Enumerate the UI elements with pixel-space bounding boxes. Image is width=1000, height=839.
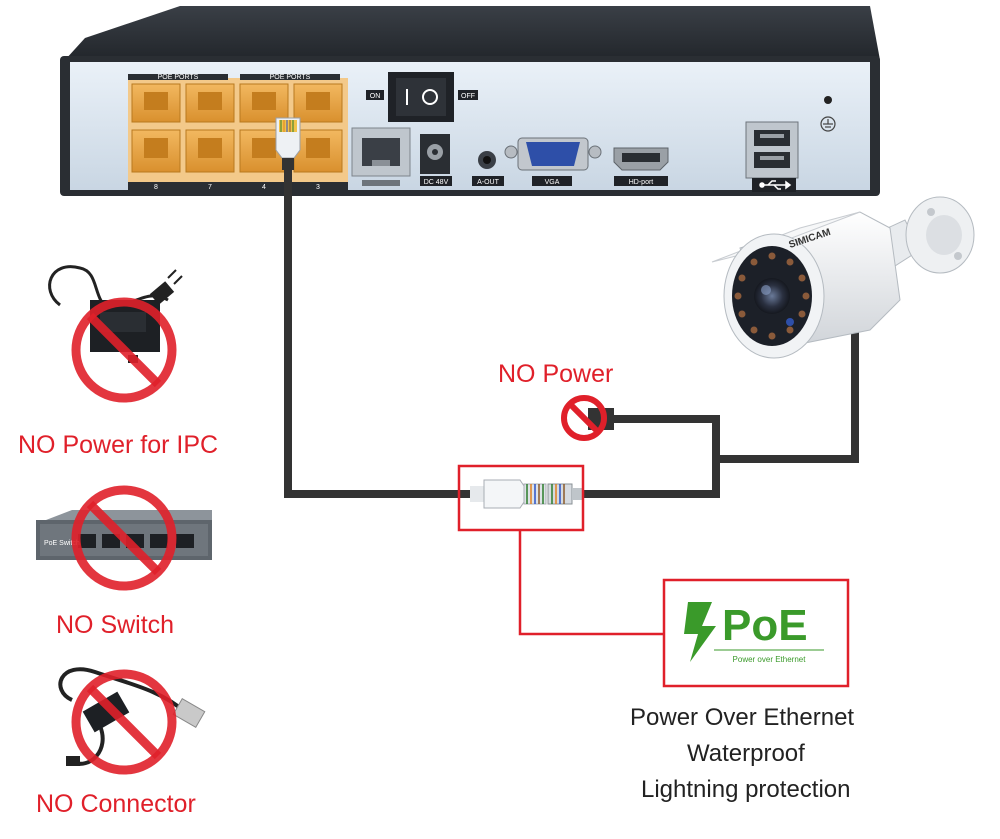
audio-out-label: A-OUT	[477, 179, 500, 186]
rj45-plug-nvr	[275, 117, 301, 170]
power-lead	[612, 415, 720, 459]
poe-port[interactable]	[185, 129, 235, 173]
usb-ports[interactable]	[745, 121, 799, 179]
hdmi-port[interactable]	[613, 147, 669, 171]
poe-port[interactable]	[239, 129, 289, 173]
hdmi-label: HD-port	[629, 179, 654, 186]
poe-logo-text: PoE	[722, 601, 808, 650]
port-number: 7	[208, 184, 212, 191]
poe-ports-block	[128, 74, 348, 190]
poe-port[interactable]	[293, 129, 343, 173]
switch-brand: PoE Switch	[44, 540, 80, 547]
nvr-device: POE PORTS POE PORTS 8 7 4 3 ON OFF	[60, 6, 880, 196]
no-switch-label: NO Switch	[56, 611, 175, 639]
lightning-bolt-icon	[684, 602, 716, 662]
usb-icon	[759, 180, 792, 190]
feature-poe: Power Over Ethernet	[630, 704, 855, 731]
poe-port[interactable]	[293, 83, 343, 123]
switch-off-label: OFF	[461, 93, 475, 100]
poe-port[interactable]	[239, 83, 289, 123]
power-switch[interactable]	[388, 72, 454, 122]
poe-tagline: Power over Ethernet	[733, 655, 807, 664]
dc-power-label: DC 48V	[424, 179, 449, 186]
audio-out-jack[interactable]	[478, 151, 496, 169]
no-switch-prohibition-icon	[71, 485, 177, 591]
port-number: 3	[316, 184, 320, 191]
port-number: 4	[262, 184, 266, 191]
vga-label: VGA	[545, 179, 560, 186]
no-power-ipc-prohibition-icon	[71, 297, 177, 403]
poe-ports-header-left: POE PORTS	[158, 74, 199, 81]
dc-power-jack[interactable]	[420, 134, 450, 174]
vga-port[interactable]	[504, 137, 602, 171]
poe-port[interactable]	[131, 129, 181, 173]
feature-waterproof: Waterproof	[687, 740, 805, 767]
ground-screw-icon	[820, 116, 836, 132]
poe-port[interactable]	[185, 83, 235, 123]
no-connector-label: NO Connector	[36, 790, 196, 818]
poe-port[interactable]	[131, 83, 181, 123]
no-power-label: NO Power	[498, 360, 614, 388]
callout-line	[518, 530, 664, 636]
no-power-ipc-label: NO Power for IPC	[18, 431, 219, 459]
port-number: 8	[154, 184, 158, 191]
poe-ports-header-right: POE PORTS	[270, 74, 311, 81]
bullet-camera	[711, 196, 975, 359]
lan-port[interactable]	[351, 127, 411, 186]
indicator-led	[824, 96, 832, 104]
switch-on-label: ON	[370, 93, 381, 100]
feature-lightning-protection: Lightning protection	[641, 776, 851, 803]
no-power-prohibition-icon	[561, 395, 607, 441]
rj45-connector	[470, 479, 582, 509]
no-connector-prohibition-icon	[71, 669, 177, 775]
